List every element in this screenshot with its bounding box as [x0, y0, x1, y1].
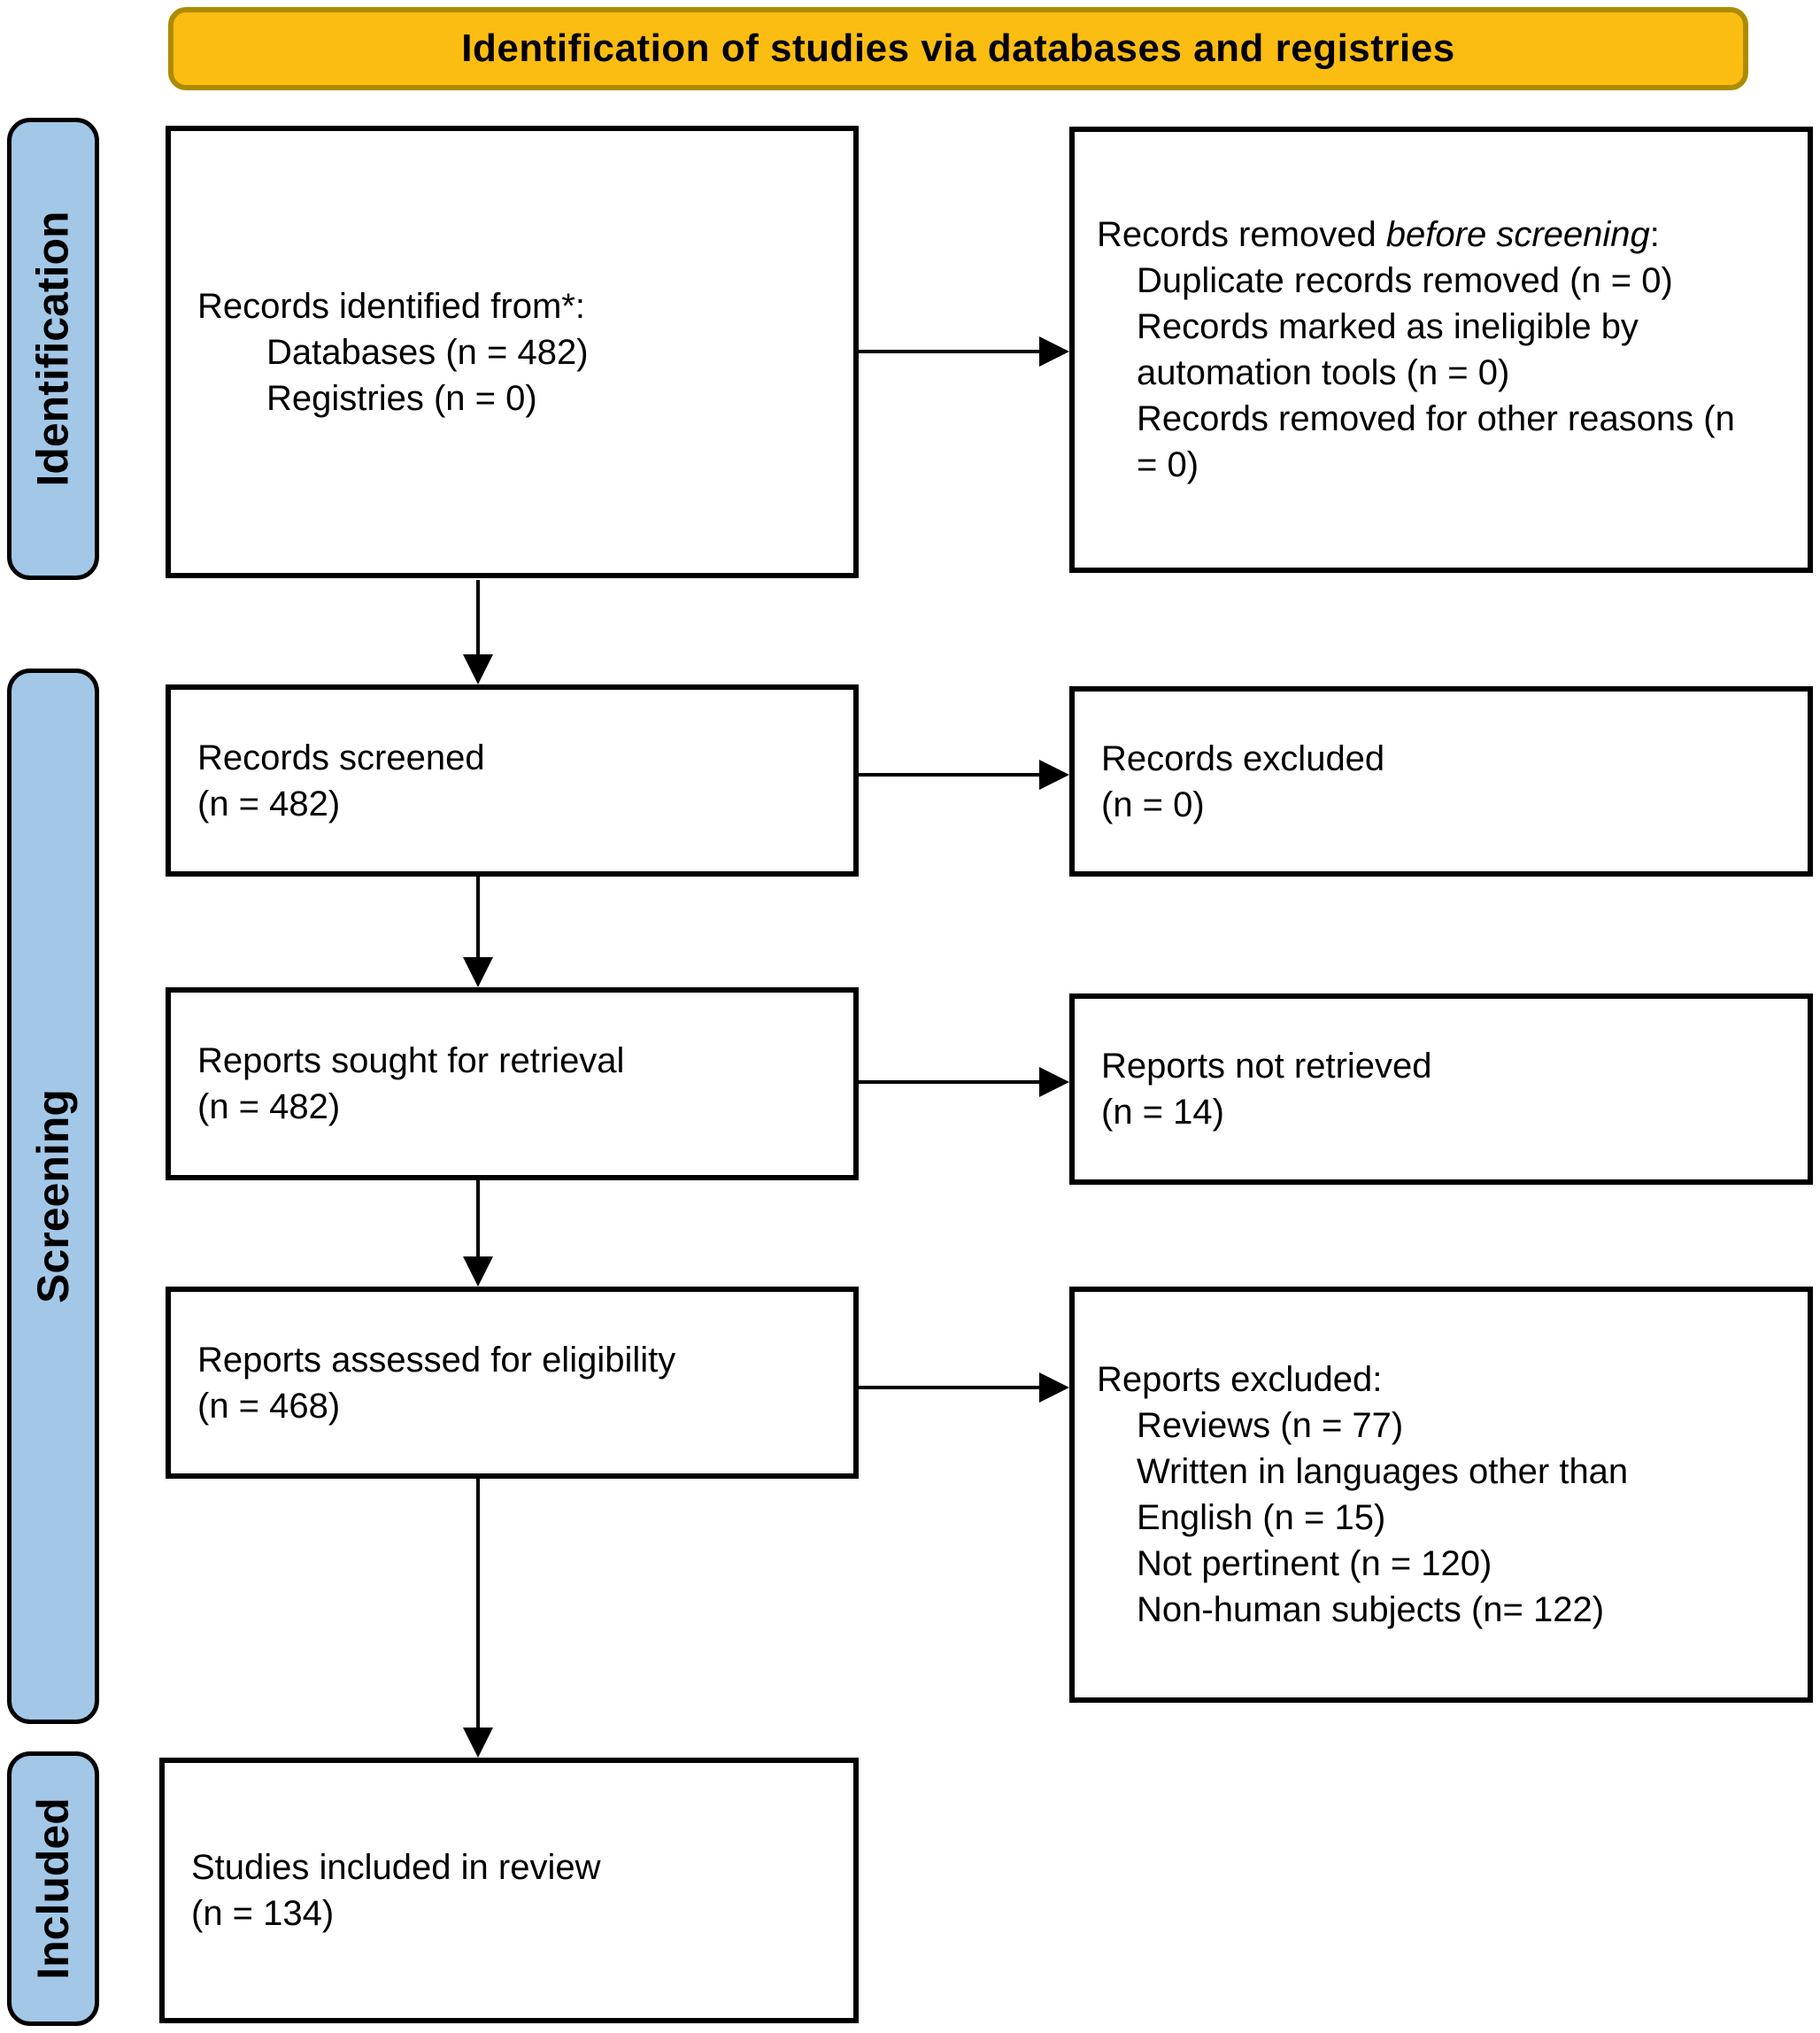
studies-included-line2: (n = 134) — [191, 1894, 335, 1933]
box-reports-excluded: Reports excluded: Reviews (n = 77) Writt… — [1069, 1287, 1813, 1703]
stage-label-screening: Screening — [7, 669, 99, 1724]
stage-label-included-text: Included — [28, 1797, 79, 1980]
records-excluded-line2: (n = 0) — [1101, 785, 1205, 824]
stage-label-included: Included — [7, 1751, 99, 2026]
records-removed-title-prefix: Records removed — [1097, 215, 1386, 254]
studies-included-line1: Studies included in review — [191, 1848, 601, 1887]
arrow-line — [859, 350, 1041, 353]
box-records-removed: Records removed before screening: Duplic… — [1069, 127, 1813, 573]
stage-label-identification-text: Identification — [28, 211, 79, 487]
arrow-line — [476, 1479, 480, 1729]
arrow-head-right-icon — [1039, 1372, 1069, 1403]
reports-not-retrieved-line1: Reports not retrieved — [1101, 1047, 1432, 1086]
records-identified-title: Records identified from*: — [197, 286, 585, 326]
records-identified-databases: Databases (n = 482) — [266, 332, 589, 372]
box-reports-not-retrieved: Reports not retrieved (n = 14) — [1069, 993, 1813, 1185]
arrow-line — [859, 1080, 1041, 1084]
arrow-line — [476, 877, 480, 959]
records-identified-registries: Registries (n = 0) — [266, 378, 537, 418]
arrow-line — [859, 773, 1041, 777]
reports-assessed-line2: (n = 468) — [197, 1386, 341, 1426]
reports-not-retrieved-line2: (n = 14) — [1101, 1093, 1224, 1132]
banner: Identification of studies via databases … — [168, 7, 1748, 90]
arrow-head-down-icon — [463, 1728, 493, 1758]
box-reports-sought: Reports sought for retrieval (n = 482) — [166, 987, 859, 1180]
arrow-line — [476, 1180, 480, 1258]
reports-assessed-line1: Reports assessed for eligibility — [197, 1340, 676, 1380]
reports-excluded-languages: Written in languages other than English … — [1137, 1452, 1629, 1537]
reports-sought-line1: Reports sought for retrieval — [197, 1041, 625, 1080]
stage-label-screening-text: Screening — [28, 1089, 78, 1303]
box-records-screened: Records screened (n = 482) — [166, 684, 859, 877]
box-records-identified: Records identified from*: Databases (n =… — [166, 126, 859, 578]
records-excluded-line1: Records excluded — [1101, 738, 1385, 778]
records-removed-automation: Records marked as ineligible by automati… — [1137, 307, 1639, 392]
records-removed-title-suffix: : — [1649, 215, 1660, 254]
arrow-line — [476, 580, 480, 656]
arrow-head-down-icon — [463, 1256, 493, 1287]
records-removed-duplicates: Duplicate records removed (n = 0) — [1137, 261, 1673, 300]
arrow-head-down-icon — [463, 957, 493, 987]
arrow-head-down-icon — [463, 654, 493, 684]
reports-excluded-reviews: Reviews (n = 77) — [1137, 1406, 1404, 1445]
reports-sought-line2: (n = 482) — [197, 1087, 341, 1126]
reports-excluded-title: Reports excluded: — [1097, 1360, 1383, 1399]
box-studies-included: Studies included in review (n = 134) — [159, 1758, 859, 2023]
records-removed-other: Records removed for other reasons (n = 0… — [1137, 399, 1735, 484]
arrow-line — [859, 1386, 1041, 1389]
records-removed-title: Records removed before screening: — [1075, 212, 1808, 258]
box-records-excluded: Records excluded (n = 0) — [1069, 686, 1813, 877]
arrow-head-right-icon — [1039, 1067, 1069, 1097]
records-screened-line1: Records screened — [197, 738, 485, 777]
arrow-head-right-icon — [1039, 336, 1069, 367]
box-reports-assessed: Reports assessed for eligibility (n = 46… — [166, 1287, 859, 1479]
records-screened-line2: (n = 482) — [197, 784, 341, 823]
banner-title: Identification of studies via databases … — [461, 27, 1455, 70]
stage-label-identification: Identification — [7, 118, 99, 580]
reports-excluded-not-pertinent: Not pertinent (n = 120) — [1137, 1544, 1492, 1583]
arrow-head-right-icon — [1039, 760, 1069, 790]
reports-excluded-non-human: Non-human subjects (n= 122) — [1137, 1590, 1605, 1629]
records-removed-title-italic: before screening — [1385, 215, 1650, 254]
